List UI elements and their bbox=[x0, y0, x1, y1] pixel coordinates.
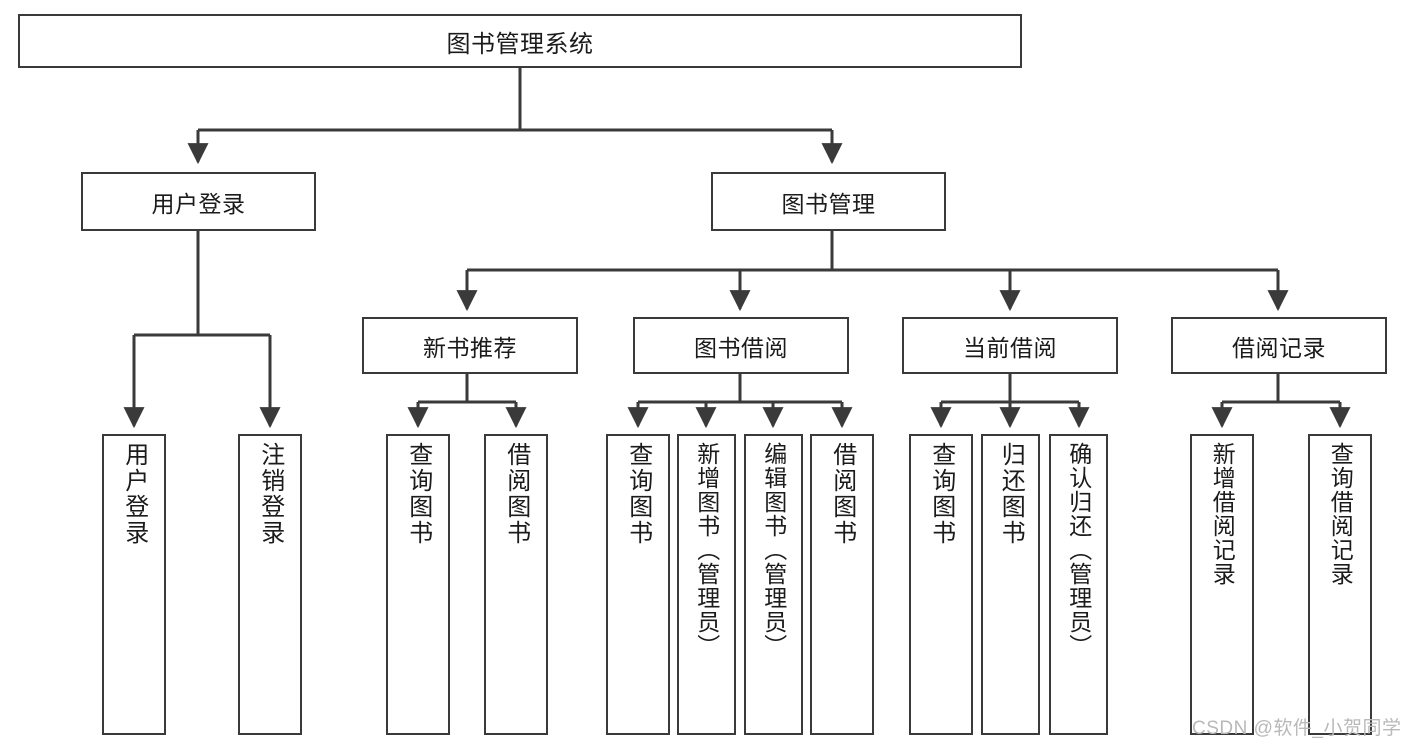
leaf-label: 查询图书 bbox=[404, 442, 432, 546]
node-label: 借阅记录 bbox=[1232, 334, 1326, 361]
leaf-label: 借阅图书 bbox=[828, 442, 856, 546]
leaf-label: 借阅图书 bbox=[502, 442, 530, 546]
leaf-query-book-current[interactable]: 查询图书 bbox=[909, 434, 973, 735]
node-user-login[interactable]: 用户登录 bbox=[81, 172, 316, 231]
leaf-label: 归还图书 bbox=[997, 442, 1025, 546]
leaf-add-book[interactable]: 新增图书（管理员） bbox=[677, 434, 736, 735]
node-label: 图书管理系统 bbox=[446, 30, 594, 58]
watermark: CSDN @软件_小贺同学 bbox=[1192, 718, 1402, 739]
node-current-borrow[interactable]: 当前借阅 bbox=[902, 317, 1118, 374]
node-label: 新书推荐 bbox=[423, 334, 517, 361]
leaf-label: 查询图书 bbox=[927, 442, 955, 546]
leaf-borrow-book-recommend[interactable]: 借阅图书 bbox=[484, 434, 548, 735]
leaf-logout[interactable]: 注销登录 bbox=[238, 434, 302, 735]
leaf-query-book-recommend[interactable]: 查询图书 bbox=[386, 434, 450, 735]
node-book-borrow[interactable]: 图书借阅 bbox=[633, 317, 849, 374]
leaf-label: 查询图书 bbox=[624, 442, 652, 546]
leaf-label: 确认归还（管理员） bbox=[1065, 442, 1092, 658]
node-root-system[interactable]: 图书管理系统 bbox=[18, 14, 1022, 68]
node-label: 用户登录 bbox=[151, 190, 246, 217]
leaf-return-book[interactable]: 归还图书 bbox=[981, 434, 1040, 735]
leaf-label: 注销登录 bbox=[256, 442, 284, 546]
leaf-label: 编辑图书（管理员） bbox=[760, 442, 787, 658]
leaf-user-login[interactable]: 用户登录 bbox=[102, 434, 166, 735]
leaf-confirm-return[interactable]: 确认归还（管理员） bbox=[1049, 434, 1108, 735]
node-label: 图书管理 bbox=[781, 190, 876, 217]
node-book-management[interactable]: 图书管理 bbox=[711, 172, 946, 231]
leaf-query-book-borrow[interactable]: 查询图书 bbox=[606, 434, 670, 735]
leaf-label: 查询借阅记录 bbox=[1327, 442, 1354, 586]
leaf-label: 用户登录 bbox=[120, 442, 148, 546]
leaf-query-borrow-record[interactable]: 查询借阅记录 bbox=[1308, 434, 1372, 735]
node-label: 图书借阅 bbox=[694, 334, 788, 361]
leaf-borrow-book[interactable]: 借阅图书 bbox=[810, 434, 874, 735]
node-new-book-recommend[interactable]: 新书推荐 bbox=[362, 317, 578, 374]
leaf-label: 新增借阅记录 bbox=[1209, 442, 1236, 586]
leaf-label: 新增图书（管理员） bbox=[693, 442, 720, 658]
node-label: 当前借阅 bbox=[963, 334, 1057, 361]
leaf-edit-book[interactable]: 编辑图书（管理员） bbox=[744, 434, 803, 735]
leaf-add-borrow-record[interactable]: 新增借阅记录 bbox=[1190, 434, 1254, 735]
node-borrow-record[interactable]: 借阅记录 bbox=[1171, 317, 1387, 374]
